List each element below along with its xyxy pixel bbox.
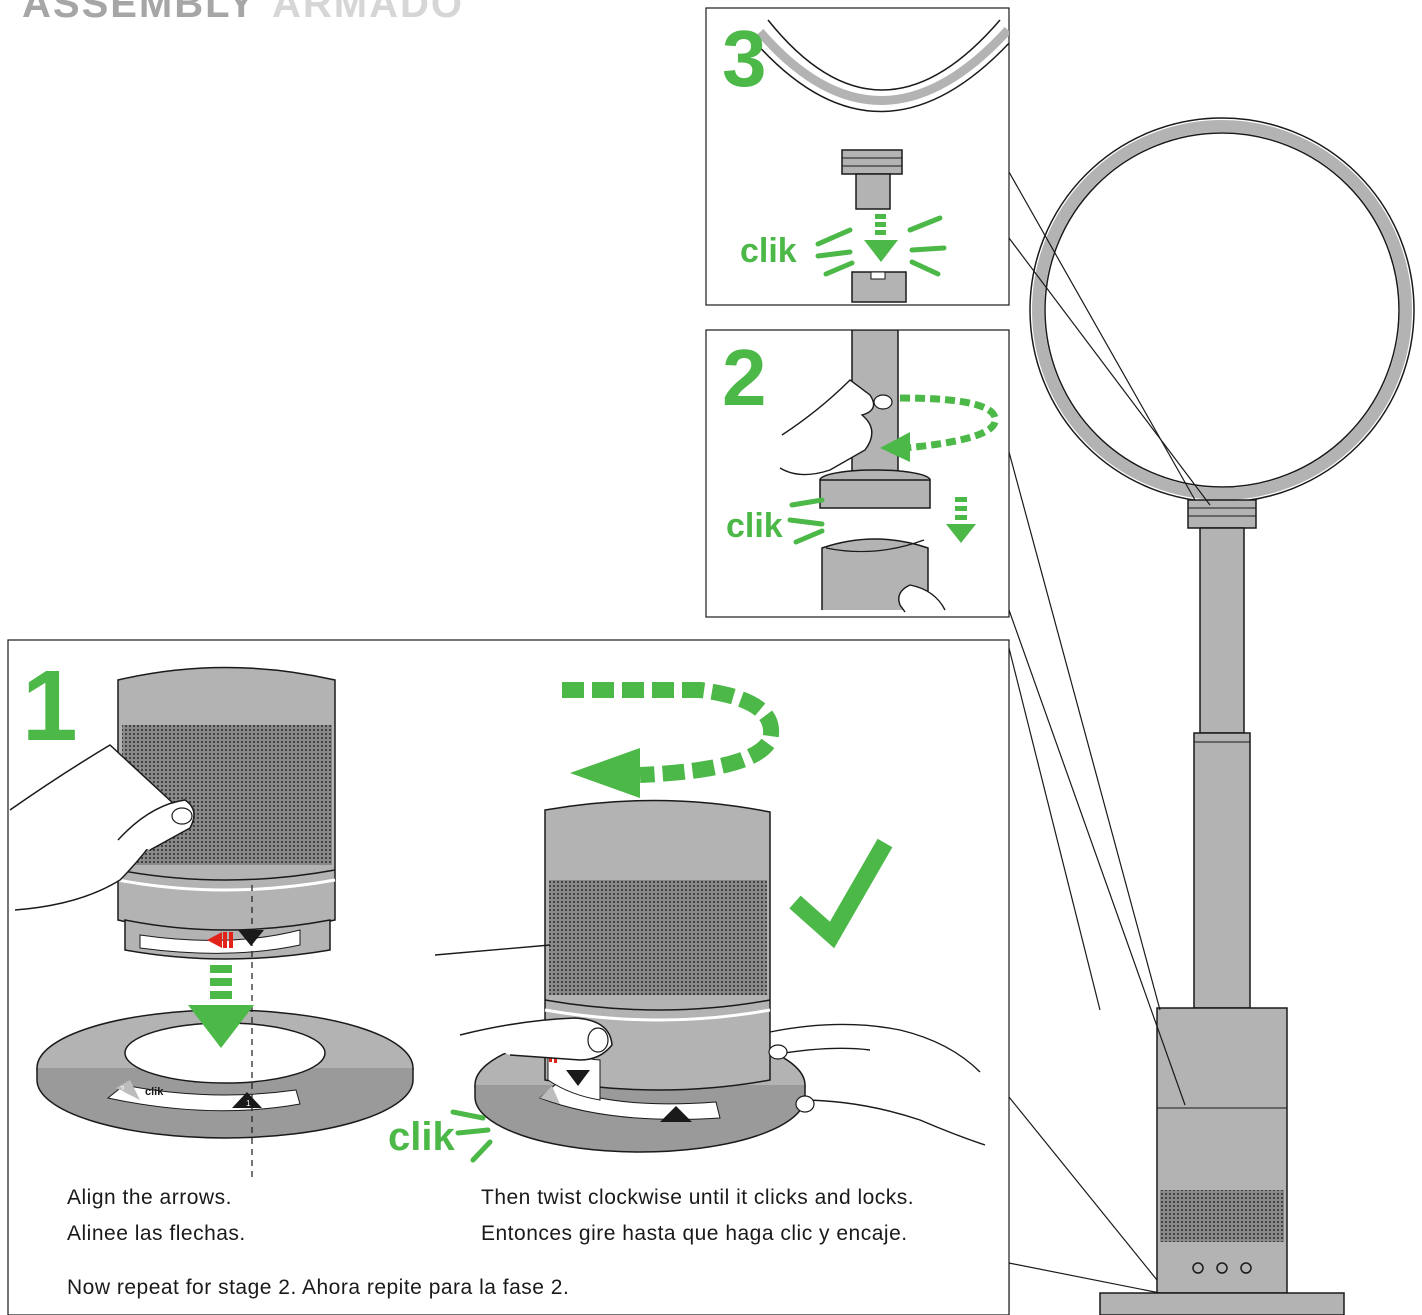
step-2-click-label: clik [726, 507, 783, 545]
step-3-number: 3 [722, 14, 767, 103]
fan-base-body [1157, 1008, 1287, 1293]
twist-instruction-es: Entonces gire hasta que haga clic y enca… [481, 1222, 908, 1246]
fan-foot [1100, 1293, 1344, 1315]
ring-click-label: clik [145, 1086, 164, 1098]
ring-marker-1: 1 [246, 1099, 251, 1108]
repeat-instruction: Now repeat for stage 2. Ahora repite par… [67, 1276, 569, 1300]
fan-upper-pole [1200, 528, 1244, 733]
twist-instruction-en: Then twist clockwise until it clicks and… [481, 1186, 914, 1210]
align-instruction-es: Alinee las flechas. [67, 1222, 246, 1246]
fan-base-grille [1160, 1190, 1284, 1242]
twist-click-label: clik [388, 1115, 455, 1159]
step-2-number: 2 [722, 333, 767, 422]
step-3-click-label: clik [740, 232, 797, 270]
fan-loop [1038, 126, 1406, 494]
fan-lower-pole [1194, 733, 1250, 1008]
step-1-number: 1 [22, 650, 78, 762]
fan-collar [1188, 500, 1256, 528]
ring-marker-2: 2 [120, 1085, 125, 1094]
fan-overview [1030, 118, 1414, 1315]
align-instruction-en: Align the arrows. [67, 1186, 232, 1210]
